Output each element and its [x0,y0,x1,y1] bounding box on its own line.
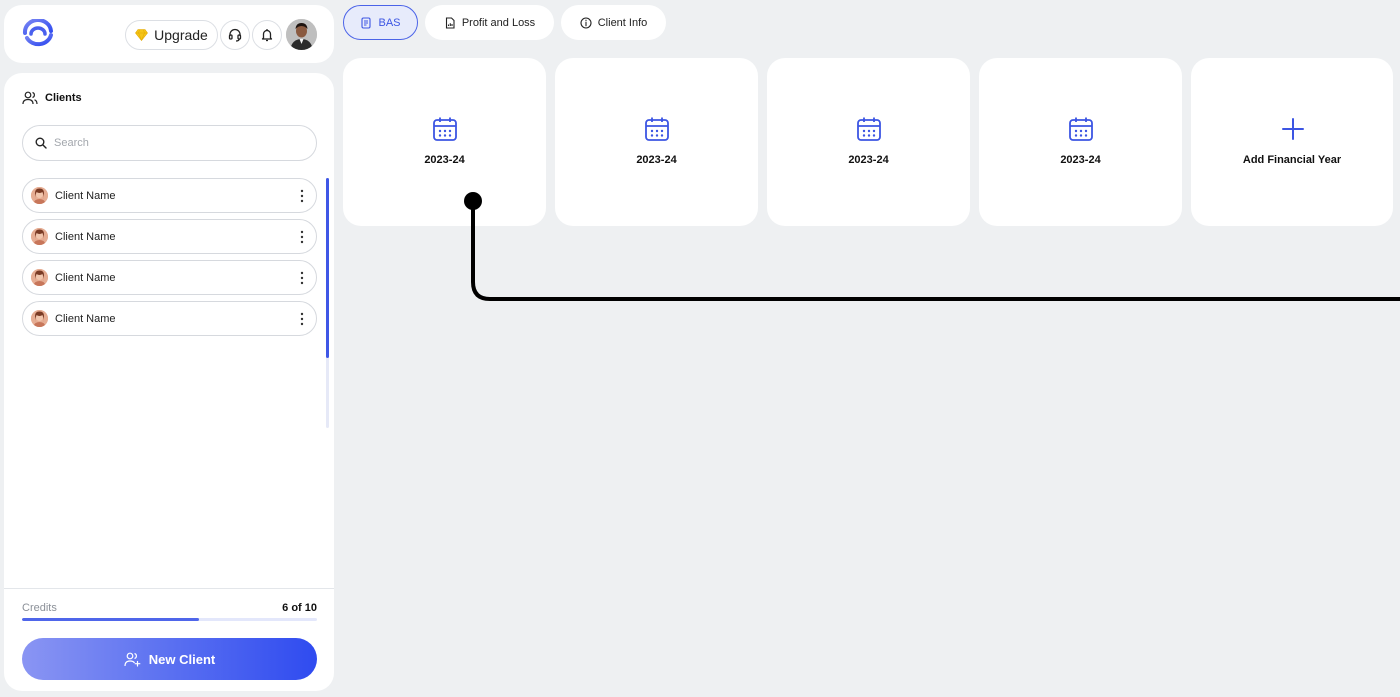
client-name: Client Name [55,189,116,202]
tab-label: Client Info [597,16,648,29]
more-options-icon[interactable] [300,312,304,326]
clients-sidebar: Clients Client Name Client Name [4,73,334,691]
credits-progress-bar [22,618,317,621]
tab-client-info[interactable]: Client Info [561,5,666,40]
search-field[interactable] [22,125,317,161]
calendar-icon [1069,117,1093,141]
client-list-item[interactable]: Client Name [22,260,317,295]
clients-title: Clients [45,92,82,104]
new-client-button[interactable]: New Client [22,638,317,680]
logo-icon[interactable] [22,19,54,47]
client-avatar [31,228,48,245]
client-list-item[interactable]: Client Name [22,301,317,336]
file-chart-icon [445,16,455,29]
notifications-button[interactable] [252,20,282,50]
divider [4,588,334,589]
client-avatar [31,187,48,204]
add-financial-year-label: Add Financial Year [1242,154,1342,166]
tab-bas[interactable]: BAS [343,5,418,40]
client-list-item[interactable]: Client Name [22,219,317,254]
tab-label: Profit and Loss [461,16,536,29]
add-financial-year-card[interactable]: Add Financial Year [1191,58,1393,226]
financial-year-label: 2023-24 [848,154,889,166]
search-icon [35,137,47,149]
financial-year-card[interactable]: 2023-24 [979,58,1182,226]
add-user-icon [124,652,141,667]
support-button[interactable] [220,20,250,50]
credits-value: 6 of 10 [282,602,317,614]
scrollbar-thumb[interactable] [326,178,329,358]
client-name: Client Name [55,230,116,243]
bell-icon [261,29,273,42]
upgrade-label: Upgrade [154,27,208,43]
search-input[interactable] [54,137,294,149]
financial-year-card[interactable]: 2023-24 [555,58,758,226]
client-list-item[interactable]: Client Name [22,178,317,213]
more-options-icon[interactable] [300,271,304,285]
new-client-label: New Client [148,651,216,667]
client-list-scrollbar[interactable] [326,178,329,428]
more-options-icon[interactable] [300,189,304,203]
diamond-icon [135,29,149,41]
user-avatar[interactable] [286,19,317,50]
more-options-icon[interactable] [300,230,304,244]
headset-icon [228,28,242,42]
financial-year-label: 2023-24 [424,154,465,166]
financial-year-label: 2023-24 [636,154,677,166]
calendar-icon [645,117,669,141]
client-avatar [31,269,48,286]
document-icon [361,16,372,29]
calendar-icon [433,117,457,141]
financial-year-card[interactable]: 2023-24 [343,58,546,226]
info-icon [580,16,592,29]
clients-header: Clients [22,91,82,105]
client-name: Client Name [55,312,116,325]
client-list: Client Name Client Name Client Name Clie… [22,178,317,342]
tab-label: BAS [378,16,401,29]
top-header: Upgrade [4,5,334,63]
plus-icon [1282,118,1304,140]
tab-profit-and-loss[interactable]: Profit and Loss [425,5,554,40]
users-icon [22,91,38,105]
financial-year-label: 2023-24 [1060,154,1101,166]
client-avatar [31,310,48,327]
calendar-icon [857,117,881,141]
credits-label: Credits [22,602,57,614]
client-name: Client Name [55,271,116,284]
financial-year-card[interactable]: 2023-24 [767,58,970,226]
upgrade-button[interactable]: Upgrade [125,20,218,50]
credits-progress-fill [22,618,199,621]
